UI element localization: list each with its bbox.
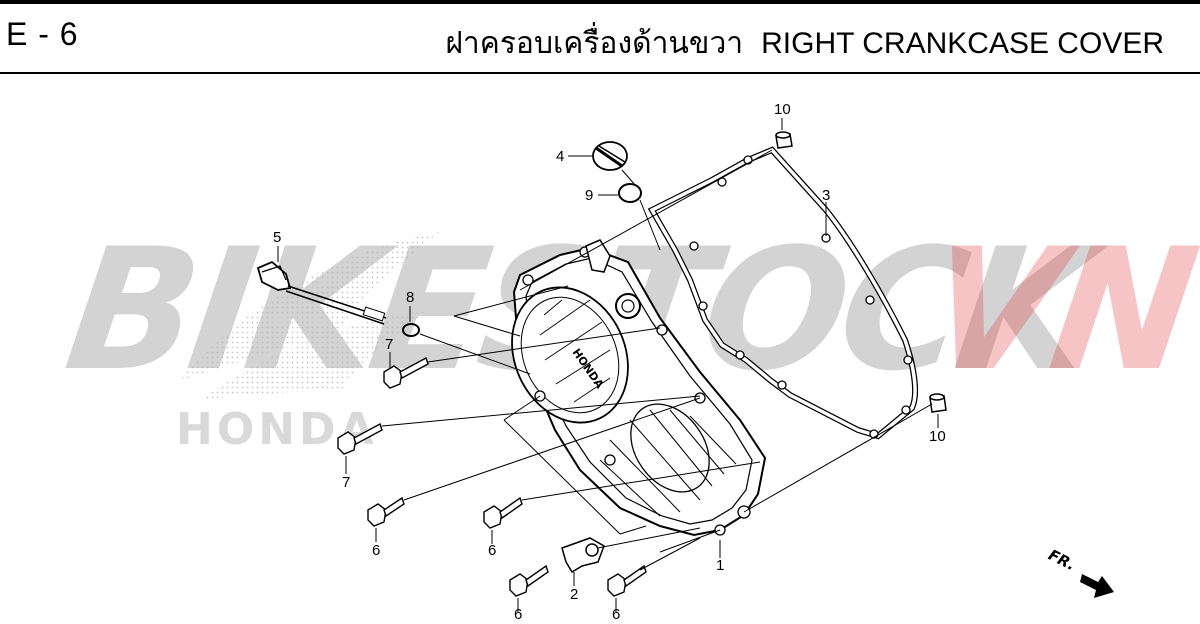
header-bottom-rule <box>0 72 1200 74</box>
bolt-part-6-bottom-left <box>509 564 549 597</box>
header-top-rule <box>0 0 1200 4</box>
callout-4: 4 <box>556 148 565 165</box>
gasket-part-3 <box>647 146 919 440</box>
callout-6-middle: 6 <box>488 542 497 559</box>
bolt-part-7-lower <box>337 422 383 455</box>
callout-8: 8 <box>406 289 415 306</box>
callout-5: 5 <box>273 229 282 246</box>
page-header: E - 6 ฝาครอบเครื่องด้านขวา RIGHT CRANKCAS… <box>0 0 1200 74</box>
callout-10-bottom: 10 <box>929 428 946 445</box>
callout-2: 2 <box>570 586 579 603</box>
callout-6-left: 6 <box>372 542 381 559</box>
bolt-part-6-left <box>367 496 405 527</box>
bolt-part-6-bottom-right <box>607 564 647 597</box>
crankcase-cover-part-1: HONDA <box>511 239 767 537</box>
callout-7-lower: 7 <box>342 474 351 491</box>
callout-10-top: 10 <box>774 101 791 118</box>
o-ring-part-9 <box>618 183 642 203</box>
callout-3: 3 <box>822 187 831 204</box>
exploded-parts-diagram: HONDA <box>180 118 1114 612</box>
callout-6-bottom-right: 6 <box>612 606 621 623</box>
page-title: ฝาครอบเครื่องด้านขวา RIGHT CRANKCASE COVE… <box>445 20 1164 67</box>
page-title-thai: ฝาครอบเครื่องด้านขวา <box>445 26 744 61</box>
callout-6-bottom-left: 6 <box>514 606 523 623</box>
bolt-part-7-upper <box>383 356 429 389</box>
honda-wing-watermark <box>180 232 440 400</box>
callout-9: 9 <box>585 187 594 204</box>
front-direction-arrow <box>1080 574 1114 598</box>
clamp-part-2 <box>561 537 605 574</box>
oil-level-gauge-part-5 <box>256 260 387 325</box>
bolt-part-6-middle <box>483 496 523 529</box>
oil-filler-cap-part-4 <box>592 141 628 171</box>
washer-part-8 <box>402 323 420 337</box>
callout-1: 1 <box>716 557 725 574</box>
callout-7-upper: 7 <box>385 336 394 353</box>
leader-lines <box>277 118 939 612</box>
page-id: E - 6 <box>6 16 79 52</box>
dowel-pin-part-10-upper <box>775 131 793 149</box>
dowel-pin-part-10-lower <box>929 393 947 413</box>
page-title-english: RIGHT CRANKCASE COVER <box>761 27 1164 60</box>
